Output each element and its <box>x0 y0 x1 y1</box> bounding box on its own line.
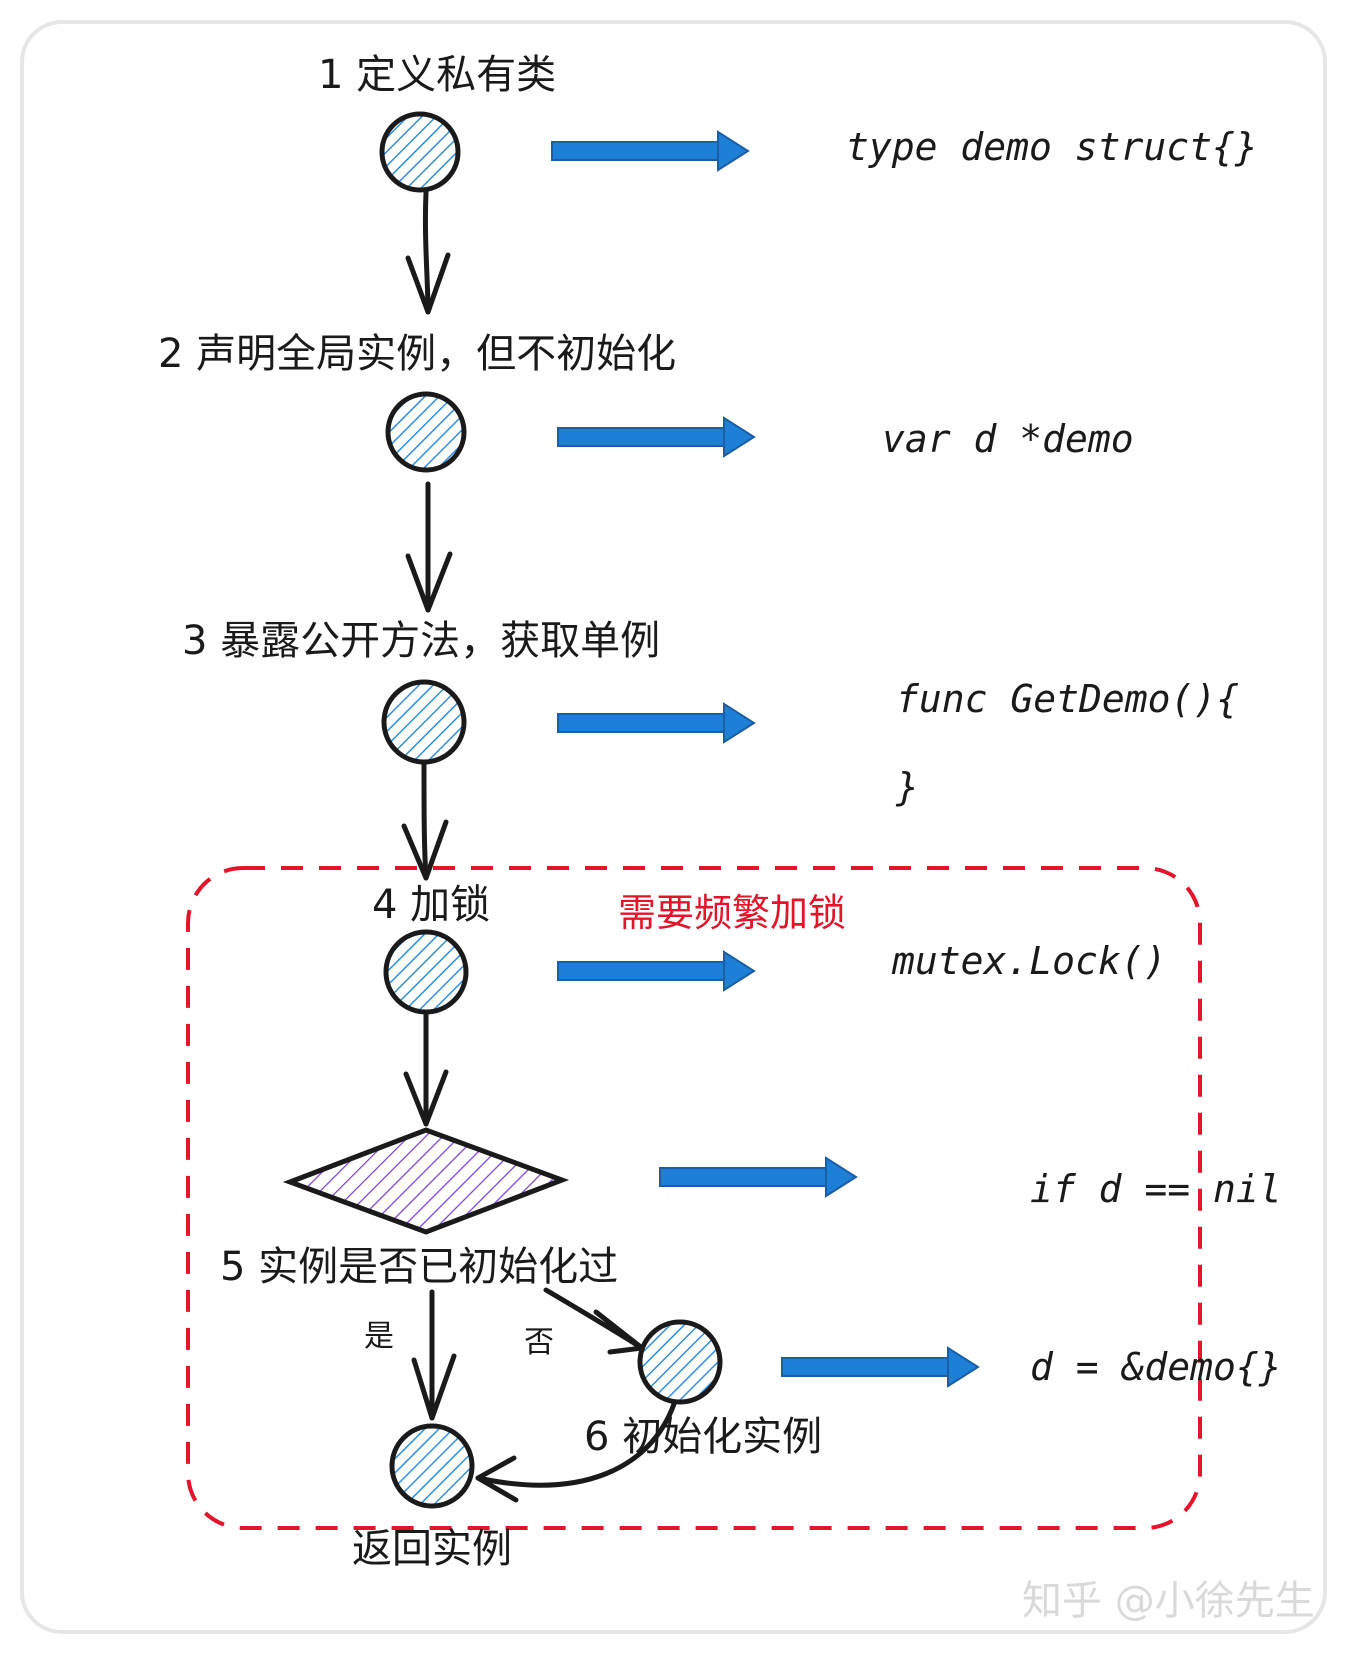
node-4 <box>383 929 469 1015</box>
arrow-1-to-2 <box>405 189 451 315</box>
frequent-lock-note: 需要频繁加锁 <box>618 891 846 935</box>
code-mutex-lock: mutex.Lock() <box>891 939 1167 983</box>
step-6-label: 6 初始化实例 <box>584 1414 822 1460</box>
watermark: 知乎 @小徐先生 <box>1022 1578 1315 1624</box>
arrow-3-to-4 <box>401 761 449 881</box>
arrow-no-branch <box>543 1287 645 1355</box>
arrow-2-to-3 <box>405 481 453 613</box>
node-6 <box>637 1319 723 1405</box>
branch-yes-label: 是 <box>364 1319 394 1354</box>
code-assign-demo: d = &demo{} <box>1030 1345 1282 1389</box>
node-return <box>389 1423 475 1509</box>
arrow-yes-branch <box>411 1289 457 1421</box>
blue-arrow-3 <box>557 702 756 744</box>
blue-arrow-4 <box>557 950 756 992</box>
arrow-4-to-5 <box>403 1011 449 1127</box>
code-func-getdemo: func GetDemo(){ <box>896 677 1239 721</box>
blue-arrow-1 <box>551 130 750 172</box>
node-3 <box>381 679 467 765</box>
blue-arrow-2 <box>557 416 756 458</box>
return-instance-label: 返回实例 <box>352 1526 512 1572</box>
code-func-close-brace: } <box>895 765 919 809</box>
node-2 <box>385 391 467 473</box>
step-4-label: 4 加锁 <box>372 882 490 928</box>
blue-arrow-6 <box>781 1346 980 1388</box>
decision-diamond <box>282 1127 570 1235</box>
code-type-demo: type demo struct{} <box>846 125 1258 169</box>
card-frame <box>20 20 1327 1634</box>
arrow-6-to-return <box>475 1401 677 1503</box>
code-var-d: var d *demo <box>882 417 1134 461</box>
blue-arrow-5 <box>659 1156 858 1198</box>
branch-no-label: 否 <box>524 1325 554 1360</box>
step-2-label: 2 声明全局实例，但不初始化 <box>158 331 676 377</box>
step-3-label: 3 暴露公开方法，获取单例 <box>182 618 660 664</box>
step-1-label: 1 定义私有类 <box>318 52 556 98</box>
frequent-lock-region <box>186 866 1202 1530</box>
node-1 <box>379 111 461 193</box>
step-5-label: 5 实例是否已初始化过 <box>220 1244 618 1290</box>
code-if-nil: if d == nil <box>1030 1167 1282 1211</box>
